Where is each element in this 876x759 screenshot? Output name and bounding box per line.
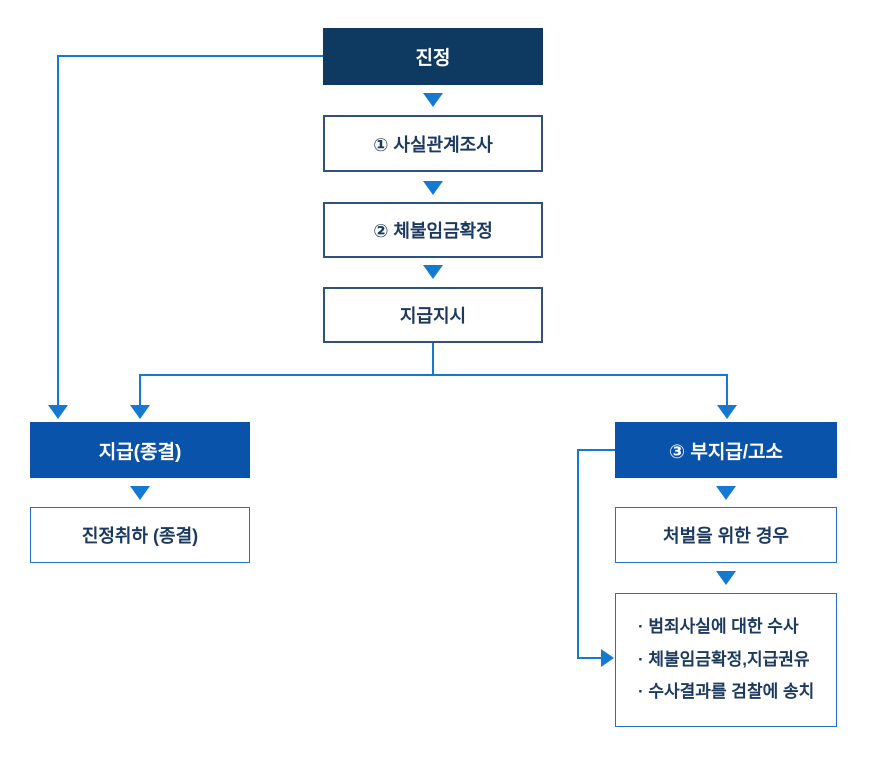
bullet-item: · 체불임금확정,지급권유	[638, 649, 810, 669]
connector-line-top-left-horizontal	[57, 55, 323, 57]
connector-line-branch-horizontal	[139, 374, 728, 376]
flow-node-fact-investigation: ① 사실관계조사	[323, 115, 543, 172]
arrowhead-down-icon	[717, 405, 737, 419]
connector-line-loop-vertical	[577, 449, 579, 659]
arrowhead-down-icon	[130, 405, 150, 419]
connector-line-branch-right-vertical	[726, 374, 728, 405]
arrow-down-icon	[423, 265, 443, 279]
connector-line-payment-order-down	[432, 343, 434, 375]
arrow-down-icon	[716, 486, 736, 500]
connector-line-loop-top-horizontal	[577, 449, 615, 451]
arrow-down-icon	[423, 181, 443, 195]
flow-node-unpaid-wage-confirmation: ② 체불임금확정	[323, 202, 543, 258]
arrow-down-icon	[423, 93, 443, 107]
connector-line-branch-left-vertical	[139, 374, 141, 405]
arrowhead-down-icon	[48, 405, 68, 419]
flow-node-payment-closed: 지급(종결)	[30, 422, 250, 478]
arrowhead-right-icon	[601, 649, 614, 667]
flow-node-investigation-actions: · 범죄사실에 대한 수사 · 체불임금확정,지급권유 · 수사결과를 검찰에 …	[615, 593, 837, 727]
connector-line-loop-bottom-horizontal	[577, 657, 601, 659]
bullet-item: · 수사결과를 검찰에 송치	[638, 682, 815, 702]
arrow-down-icon	[716, 571, 736, 585]
flow-node-nonpayment-accusation: ③ 부지급/고소	[615, 422, 837, 478]
flow-node-complaint: 진정	[323, 28, 543, 85]
arrow-down-icon	[130, 486, 150, 500]
connector-line-left-vertical	[57, 55, 59, 405]
bullet-item: · 범죄사실에 대한 수사	[638, 617, 799, 637]
flow-node-punishment-case: 처벌을 위한 경우	[615, 507, 837, 563]
flow-node-withdrawal-closed: 진정취하 (종결)	[30, 507, 250, 563]
flow-node-payment-order: 지급지시	[323, 287, 543, 343]
